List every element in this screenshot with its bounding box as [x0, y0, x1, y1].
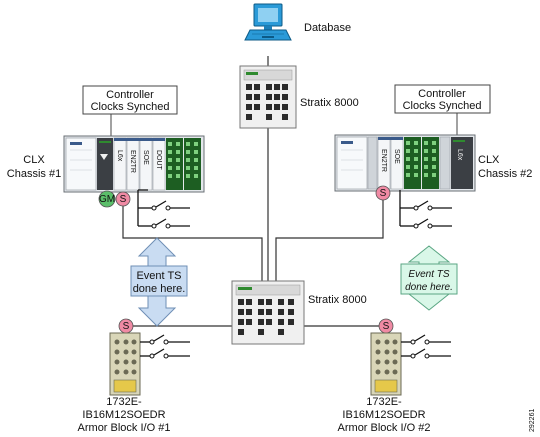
clx1-label-line2: Chassis #1	[7, 168, 61, 180]
database-computer: Database	[244, 3, 351, 41]
clx1-module-4: DOUT	[155, 150, 162, 171]
event-ts-right-line2: done here.	[405, 282, 453, 293]
stratix-switch-mid: Stratix 8000	[231, 280, 367, 345]
s-badge-clx2	[375, 185, 391, 201]
clx2-label-line2: Chassis #2	[478, 168, 532, 180]
armor2-label-line1: 1732E-	[366, 396, 402, 408]
armor-block-1: S 1732E- IB16M12SOEDR Armor Block I/O #1	[78, 318, 190, 434]
event-ts-left-line1: Event TS	[136, 270, 181, 282]
event-ts-right-line1: Event TS	[408, 269, 449, 280]
callout-right-line1: Controller	[418, 88, 466, 100]
link-clx2-stratix-mid	[275, 199, 384, 281]
clx1-label-line1: CLX	[23, 154, 45, 166]
s-badge-armor1-text: S	[123, 321, 130, 332]
monitor-icon	[244, 3, 292, 41]
stratix-mid-label: Stratix 8000	[308, 294, 367, 306]
s-badge-clx1	[115, 191, 131, 207]
database-label: Database	[304, 22, 351, 34]
stratix-top-label: Stratix 8000	[300, 97, 359, 109]
clx2-module-2: SOE	[393, 149, 400, 164]
switch-icon-clx2	[399, 190, 452, 229]
figure-id: 292261	[529, 409, 536, 432]
event-ts-arrow-right: Event TS done here.	[400, 245, 458, 311]
stratix-switch-top: Stratix 8000	[239, 65, 359, 129]
callout-left: Controller Clocks Synched	[82, 85, 178, 136]
clx1-module-1: L6x	[116, 150, 123, 162]
clx1-module-2: EN2TR	[129, 150, 136, 173]
callout-right: Controller Clocks Synched	[394, 84, 491, 135]
armor1-label-line2: IB16M12SOEDR	[82, 409, 165, 421]
clx2-module-3: L6x	[456, 149, 463, 161]
callout-left-line1: Controller	[106, 89, 154, 101]
clx2-module-1: EN2TR	[380, 149, 387, 172]
armor2-label-line3: Armor Block I/O #2	[338, 422, 431, 434]
callout-right-line2: Clocks Synched	[403, 100, 482, 112]
s-badge-clx2-text: S	[380, 188, 387, 199]
clx1-module-3: SOE	[142, 150, 149, 165]
gm-badge-text: GM	[99, 194, 115, 205]
gm-badge	[98, 190, 116, 208]
link-clx1-stratix-mid	[122, 200, 263, 281]
armor1-label-line1: 1732E-	[106, 396, 142, 408]
callout-left-line2: Clocks Synched	[91, 101, 170, 113]
clx-chassis-1: L6x EN2TR SOE DOUT CLX Chassis #1 GM S	[7, 135, 205, 208]
armor-block-2: S 1732E- IB16M12SOEDR Armor Block I/O #2	[338, 318, 451, 434]
clx2-label-line1: CLX	[478, 154, 500, 166]
switch-icon-clx1	[137, 189, 190, 229]
event-ts-left-line2: done here.	[133, 283, 186, 295]
network-links	[122, 56, 386, 327]
armor1-label-line3: Armor Block I/O #1	[78, 422, 171, 434]
armor2-label-line2: IB16M12SOEDR	[342, 409, 425, 421]
event-ts-arrow-left: Event TS done here.	[130, 237, 188, 327]
clx-chassis-2: EN2TR SOE L6x CLX Chassis #2 S	[334, 134, 532, 201]
s-badge-clx1-text: S	[120, 194, 127, 205]
s-badge-armor2-text: S	[383, 321, 390, 332]
